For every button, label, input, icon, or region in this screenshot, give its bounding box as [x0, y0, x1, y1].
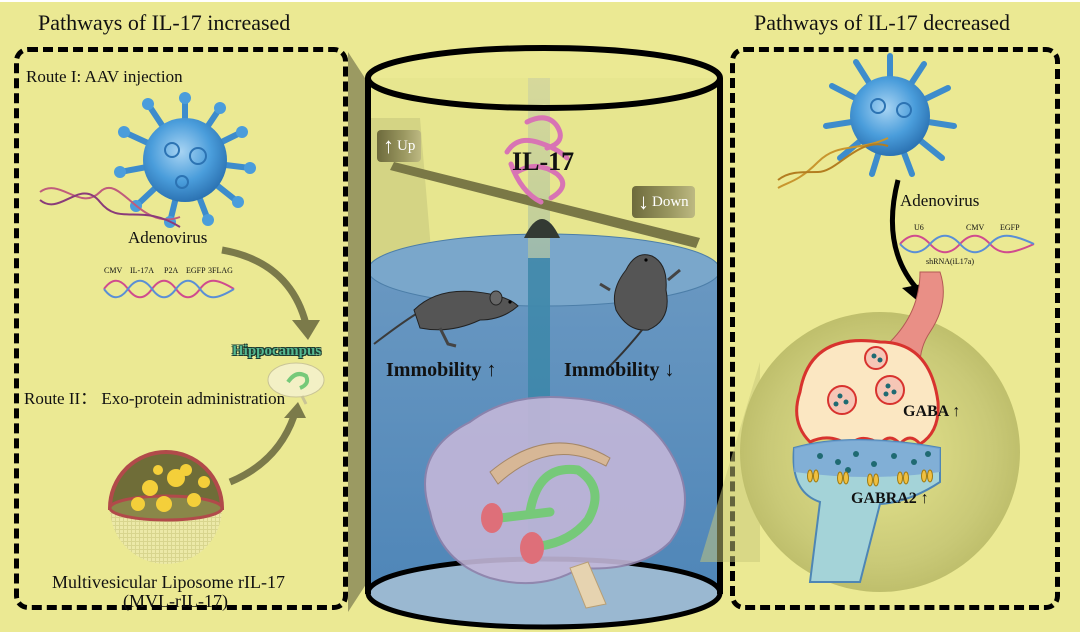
seesaw-icon — [390, 162, 700, 248]
left-panel-title: Pathways of IL-17 increased — [38, 10, 291, 35]
right-gene-construct: U6 CMV EGFP shRNA(iL17a) — [899, 223, 1035, 271]
route2-label: Route II： Exo-protein administration — [24, 389, 286, 408]
gene-label: 3FLAG — [208, 266, 233, 275]
liposome-label-line1: Multivesicular Liposome rIL-17 — [52, 572, 285, 592]
brain-icon — [424, 396, 686, 609]
liposome-label-line2: (MVL-rIL-17) — [123, 591, 228, 611]
shrna-label: shRNA(iL17a) — [926, 257, 974, 266]
gabra2-label: GABRA2 ↑ — [851, 490, 929, 507]
route1-label: Route I: AAV injection — [26, 67, 183, 86]
down-tag: ↓ Down — [632, 186, 695, 218]
curved-arrow-icon — [228, 402, 306, 486]
gaba-label: GABA ↑ — [903, 403, 961, 420]
right-panel-title: Pathways of IL-17 decreased — [754, 10, 1010, 35]
up-tag: ↑ Up — [377, 130, 422, 162]
mini-brain-icon — [267, 362, 325, 405]
adenovirus-icon — [823, 53, 957, 177]
gene-label: U6 — [914, 223, 924, 232]
right-virus-label: Adenovirus — [900, 191, 980, 210]
gene-label: IL-17A — [130, 266, 154, 275]
up-arrow-icon: ↑ — [383, 133, 394, 158]
gene-label: EGFP — [186, 266, 206, 275]
down-tag-label: Down — [652, 193, 689, 210]
gene-label: CMV — [104, 266, 123, 275]
floating-mouse-icon — [599, 254, 681, 369]
gene-label: EGFP — [1000, 223, 1020, 232]
dna-strand-icon — [777, 137, 889, 189]
up-tag-label: Up — [397, 137, 416, 154]
left-gene-construct: CMV IL-17A P2A EGFP 3FLAG — [103, 266, 235, 306]
down-arrow-icon: ↓ — [638, 189, 649, 214]
dna-construct-icon — [899, 234, 1035, 254]
il17-protein-icon — [504, 115, 570, 205]
curved-arrow-icon — [221, 246, 320, 340]
immobility-down-label: Immobility ↓ — [564, 359, 675, 381]
left-panel-border — [14, 47, 348, 610]
synapse-icon — [792, 271, 944, 583]
il17-label: IL-17 — [512, 147, 575, 176]
gene-label: CMV — [966, 223, 985, 232]
right-panel-border — [730, 47, 1060, 610]
hippocampus-label: Hippocampus — [232, 343, 322, 359]
immobility-up-label: Immobility ↑ — [386, 359, 497, 381]
left-virus-label: Adenovirus — [128, 228, 208, 247]
dna-construct-icon — [103, 279, 235, 299]
liposome-icon — [107, 450, 225, 564]
dna-strand-icon — [39, 186, 181, 228]
gene-label: P2A — [164, 266, 179, 275]
swimming-mouse-icon — [373, 290, 519, 348]
